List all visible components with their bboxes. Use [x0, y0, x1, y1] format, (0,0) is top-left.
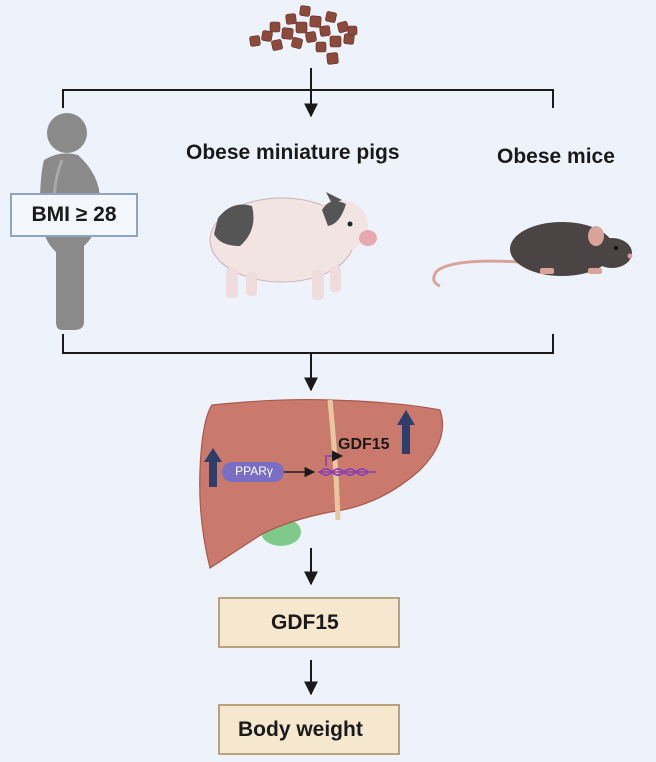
- top-connector: [62, 68, 554, 118]
- body-weight-box: Body weight: [218, 704, 400, 755]
- ppar-pill: [222, 462, 284, 482]
- ppar-label: PPARγ: [235, 464, 273, 478]
- pigs-label: Obese miniature pigs: [186, 141, 400, 164]
- ppar-up-arrow-icon: [204, 448, 222, 487]
- gdf15-box-label: GDF15: [271, 610, 339, 634]
- bmi-box: BMI ≥ 28: [10, 193, 138, 237]
- pig-icon: [209, 192, 377, 300]
- dna-icon: [318, 450, 376, 476]
- gdf15-box: GDF15: [218, 597, 400, 648]
- food-pellets-icon: [249, 5, 358, 65]
- liver-gdf15-label: GDF15: [338, 436, 390, 453]
- liver-gdf15-up-arrow-icon: [397, 410, 415, 454]
- bmi-label: BMI ≥ 28: [31, 203, 117, 226]
- mice-label: Obese mice: [497, 145, 615, 168]
- body-weight-box-label: Body weight: [238, 717, 363, 741]
- mouse-icon: [432, 222, 633, 288]
- bottom-connector: [62, 334, 554, 392]
